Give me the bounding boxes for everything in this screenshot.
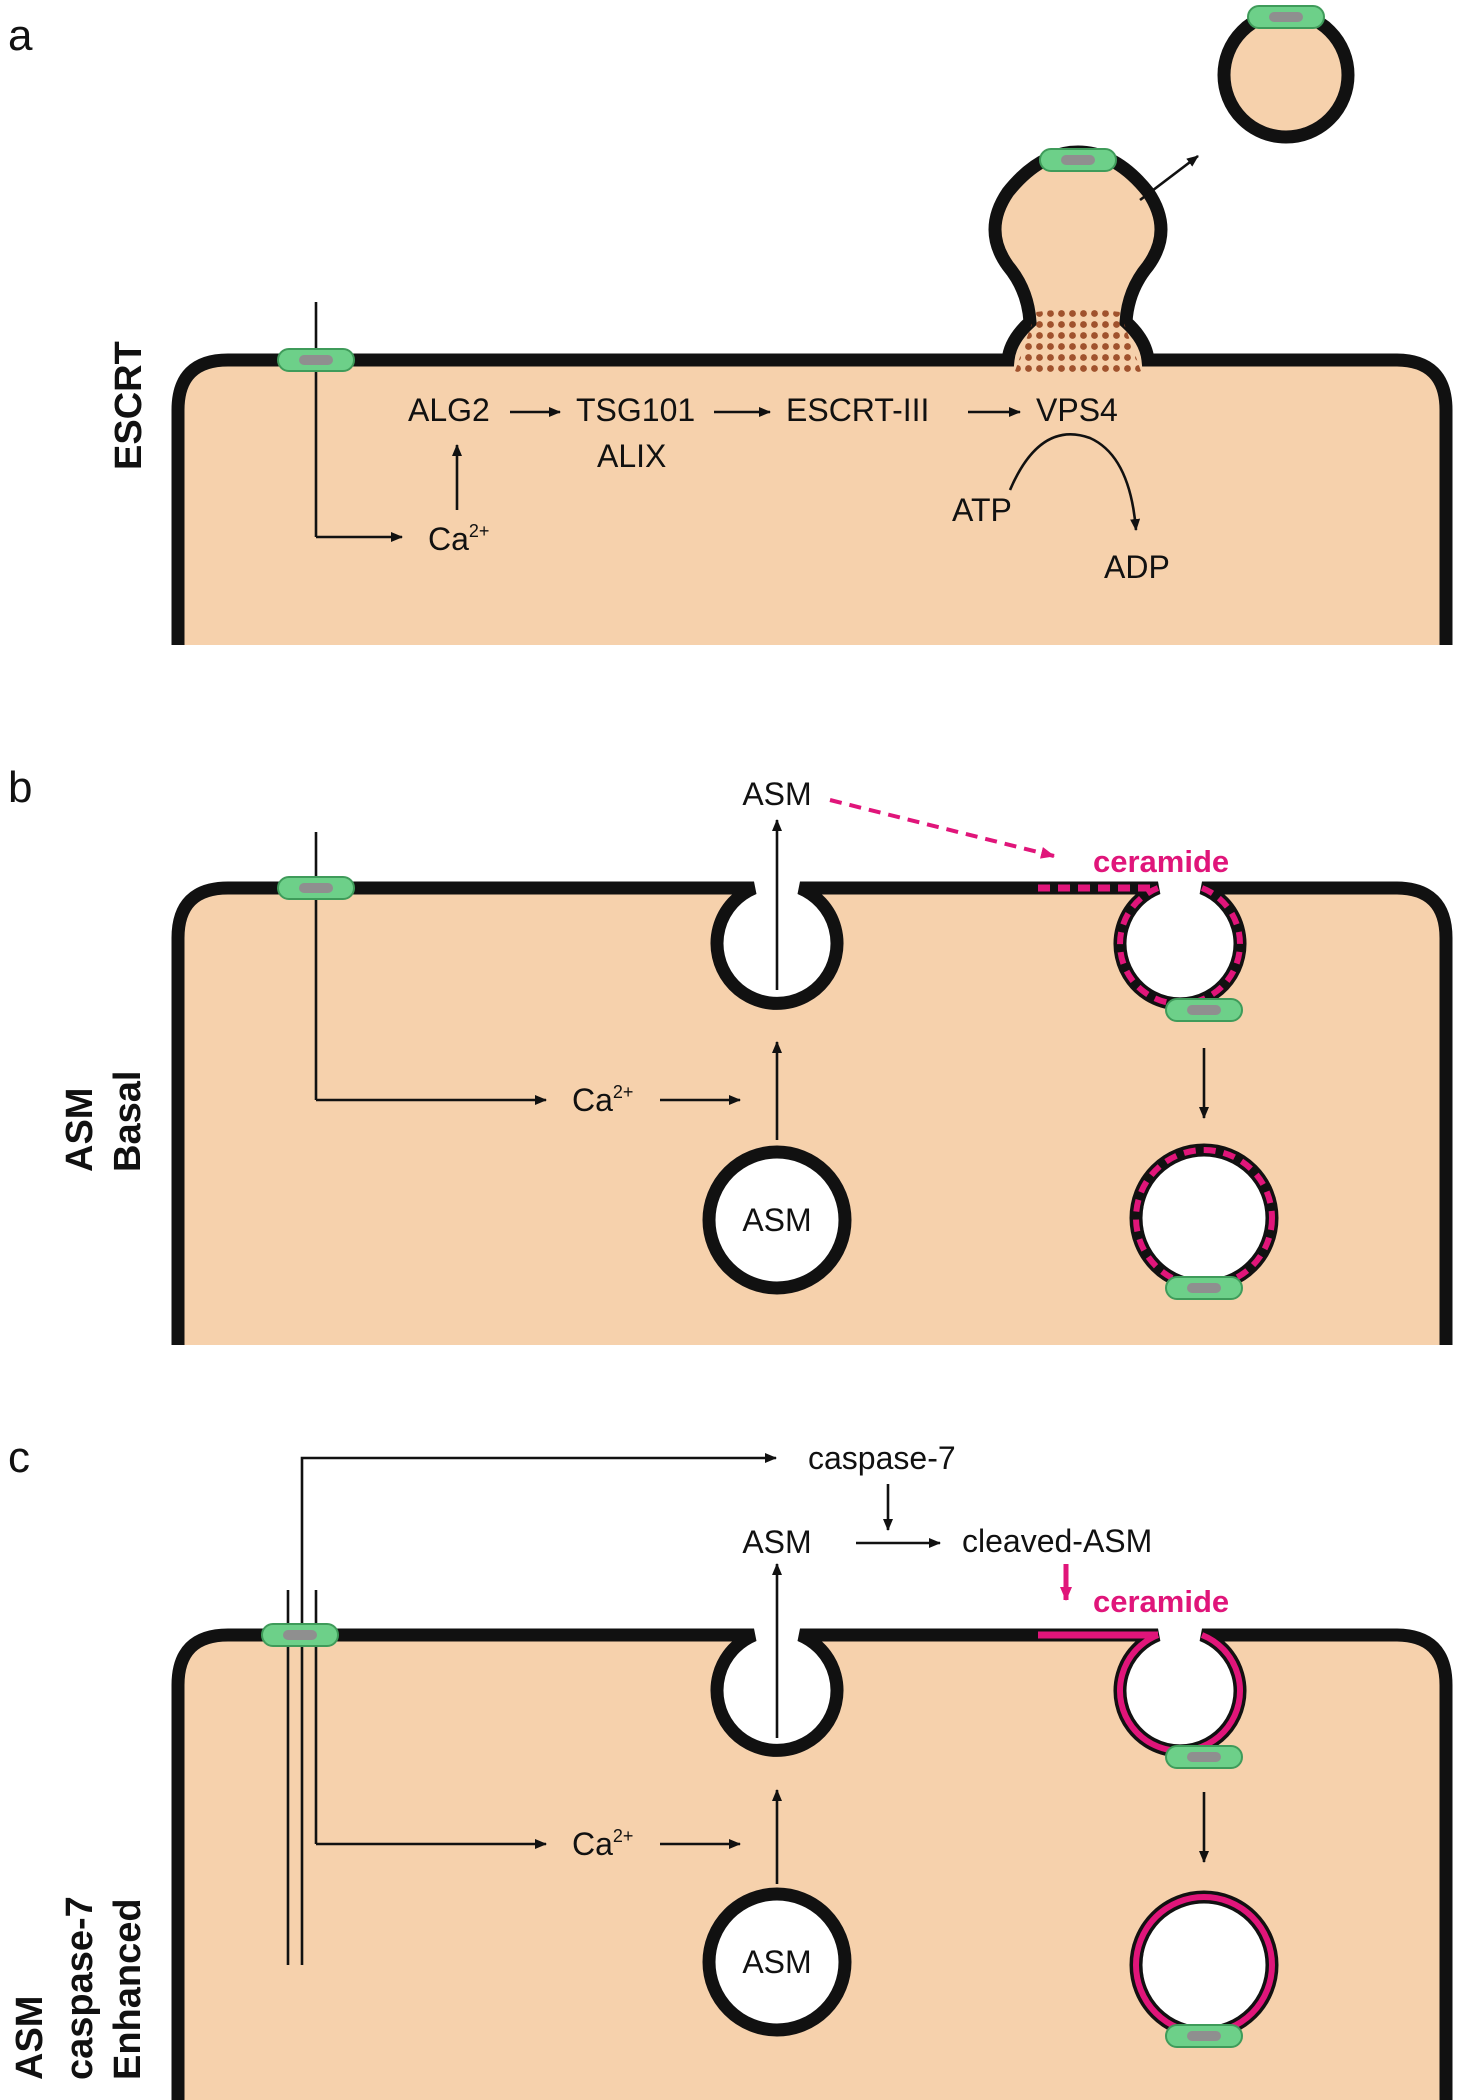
panel-c-side-label-2: caspase-7 bbox=[59, 1896, 101, 2080]
cleaved-asm-label: cleaved-ASM bbox=[962, 1523, 1152, 1559]
pore-protein-endosome-c bbox=[1165, 2024, 1243, 2048]
pore-protein-bud bbox=[1039, 148, 1117, 172]
vps4-label: VPS4 bbox=[1036, 392, 1118, 428]
release-arrow bbox=[1139, 154, 1199, 202]
panel-a: a ESCRT Ca2+ ALG2 TSG101 ALIX ES bbox=[8, 5, 1453, 645]
panel-b: b ASM Basal Ca2+ ASM ASM ceramide bbox=[8, 763, 1453, 1345]
alix-label: ALIX bbox=[597, 438, 666, 474]
asm-lysosome-b bbox=[702, 1145, 852, 1295]
escrt-iii-dots bbox=[1014, 309, 1142, 374]
pore-protein-pit-c bbox=[1165, 1745, 1243, 1769]
escrt-iii-label: ESCRT-III bbox=[786, 392, 929, 428]
vesicle-asm-label-c: ASM bbox=[742, 1944, 811, 1980]
caspase-label: caspase-7 bbox=[808, 1440, 956, 1476]
panel-b-letter: b bbox=[8, 763, 32, 812]
alg2-label: ALG2 bbox=[408, 392, 490, 428]
tsg101-label: TSG101 bbox=[576, 392, 695, 428]
pore-protein-membrane-c bbox=[261, 1623, 339, 1647]
asm-top-label-c: ASM bbox=[742, 1524, 811, 1560]
panel-a-letter: a bbox=[8, 11, 33, 60]
pore-protein-pit-b bbox=[1165, 998, 1243, 1022]
caspase-signal-line bbox=[300, 1453, 777, 1965]
panel-c-side-label-1: ASM bbox=[9, 1996, 51, 2080]
panel-b-side-label-1: ASM bbox=[59, 1088, 101, 1172]
panel-c: c ASM caspase-7 Enhanced caspase-7 ASM c… bbox=[8, 1433, 1453, 2100]
vesicle-asm-label-b: ASM bbox=[742, 1202, 811, 1238]
atp-adp-arrow bbox=[1008, 433, 1141, 531]
asm-lysosome-c bbox=[702, 1887, 852, 2037]
calcium-label-c: Ca2+ bbox=[572, 1826, 633, 1862]
adp-label: ADP bbox=[1104, 549, 1170, 585]
calcium-label: Ca2+ bbox=[428, 521, 489, 557]
asm-to-ceramide-dashed-arrow bbox=[829, 798, 1055, 859]
pore-protein-released-vesicle bbox=[1247, 5, 1325, 29]
panel-c-letter: c bbox=[8, 1433, 30, 1482]
asm-top-label-b: ASM bbox=[742, 776, 811, 812]
panel-c-side-label-3: Enhanced bbox=[107, 1898, 149, 2080]
pore-protein-endosome-b bbox=[1165, 1276, 1243, 1300]
ceramide-label-b: ceramide bbox=[1093, 844, 1229, 879]
atp-label: ATP bbox=[952, 492, 1012, 528]
pore-protein-membrane bbox=[277, 348, 355, 372]
pore-protein-membrane-b bbox=[277, 876, 355, 900]
panel-c-cell bbox=[171, 1628, 1453, 2100]
ceramide-label-c: ceramide bbox=[1093, 1584, 1229, 1619]
released-vesicle bbox=[1217, 6, 1355, 144]
panel-b-side-label-2: Basal bbox=[107, 1071, 149, 1172]
calcium-label-b: Ca2+ bbox=[572, 1082, 633, 1118]
panel-a-side-label-1: ESCRT bbox=[108, 341, 150, 470]
